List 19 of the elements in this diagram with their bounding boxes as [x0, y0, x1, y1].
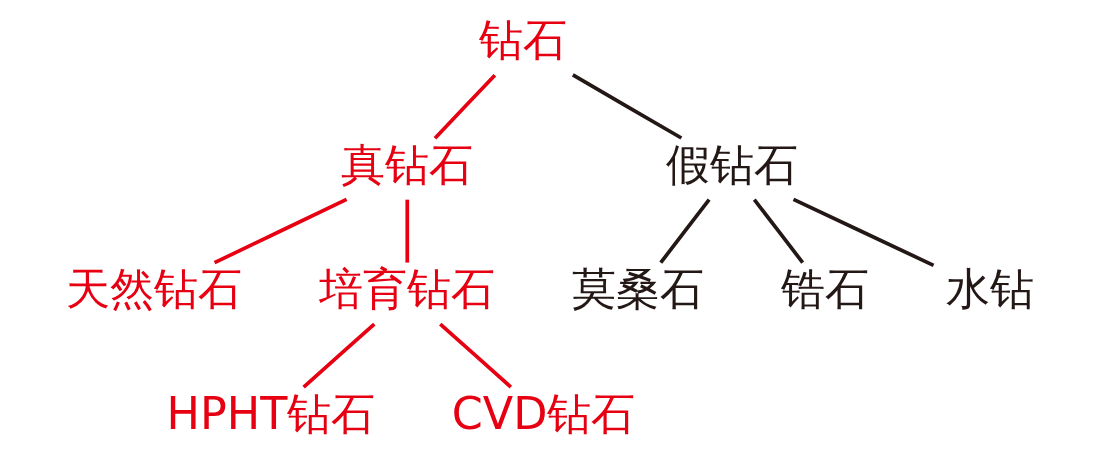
node-text: 锆石 — [780, 263, 869, 315]
connector — [752, 198, 804, 264]
connector — [433, 73, 496, 140]
connector — [301, 322, 375, 389]
node-text: 真钻石 — [340, 138, 473, 190]
connector — [213, 197, 347, 265]
node-text: CVD钻石 — [451, 387, 635, 439]
connector — [658, 198, 711, 264]
connector — [571, 73, 682, 140]
node-text: 培育钻石 — [318, 263, 495, 315]
node-text: 水钻 — [945, 263, 1034, 315]
node-text: 假钻石 — [665, 138, 798, 190]
connector — [404, 199, 409, 263]
connector — [438, 322, 512, 389]
node-text: HPHT钻石 — [166, 387, 375, 439]
node-text: 钻石 — [478, 14, 567, 66]
node-text: 莫桑石 — [571, 263, 704, 315]
connector — [792, 197, 934, 268]
node-text: 天然钻石 — [65, 263, 242, 315]
